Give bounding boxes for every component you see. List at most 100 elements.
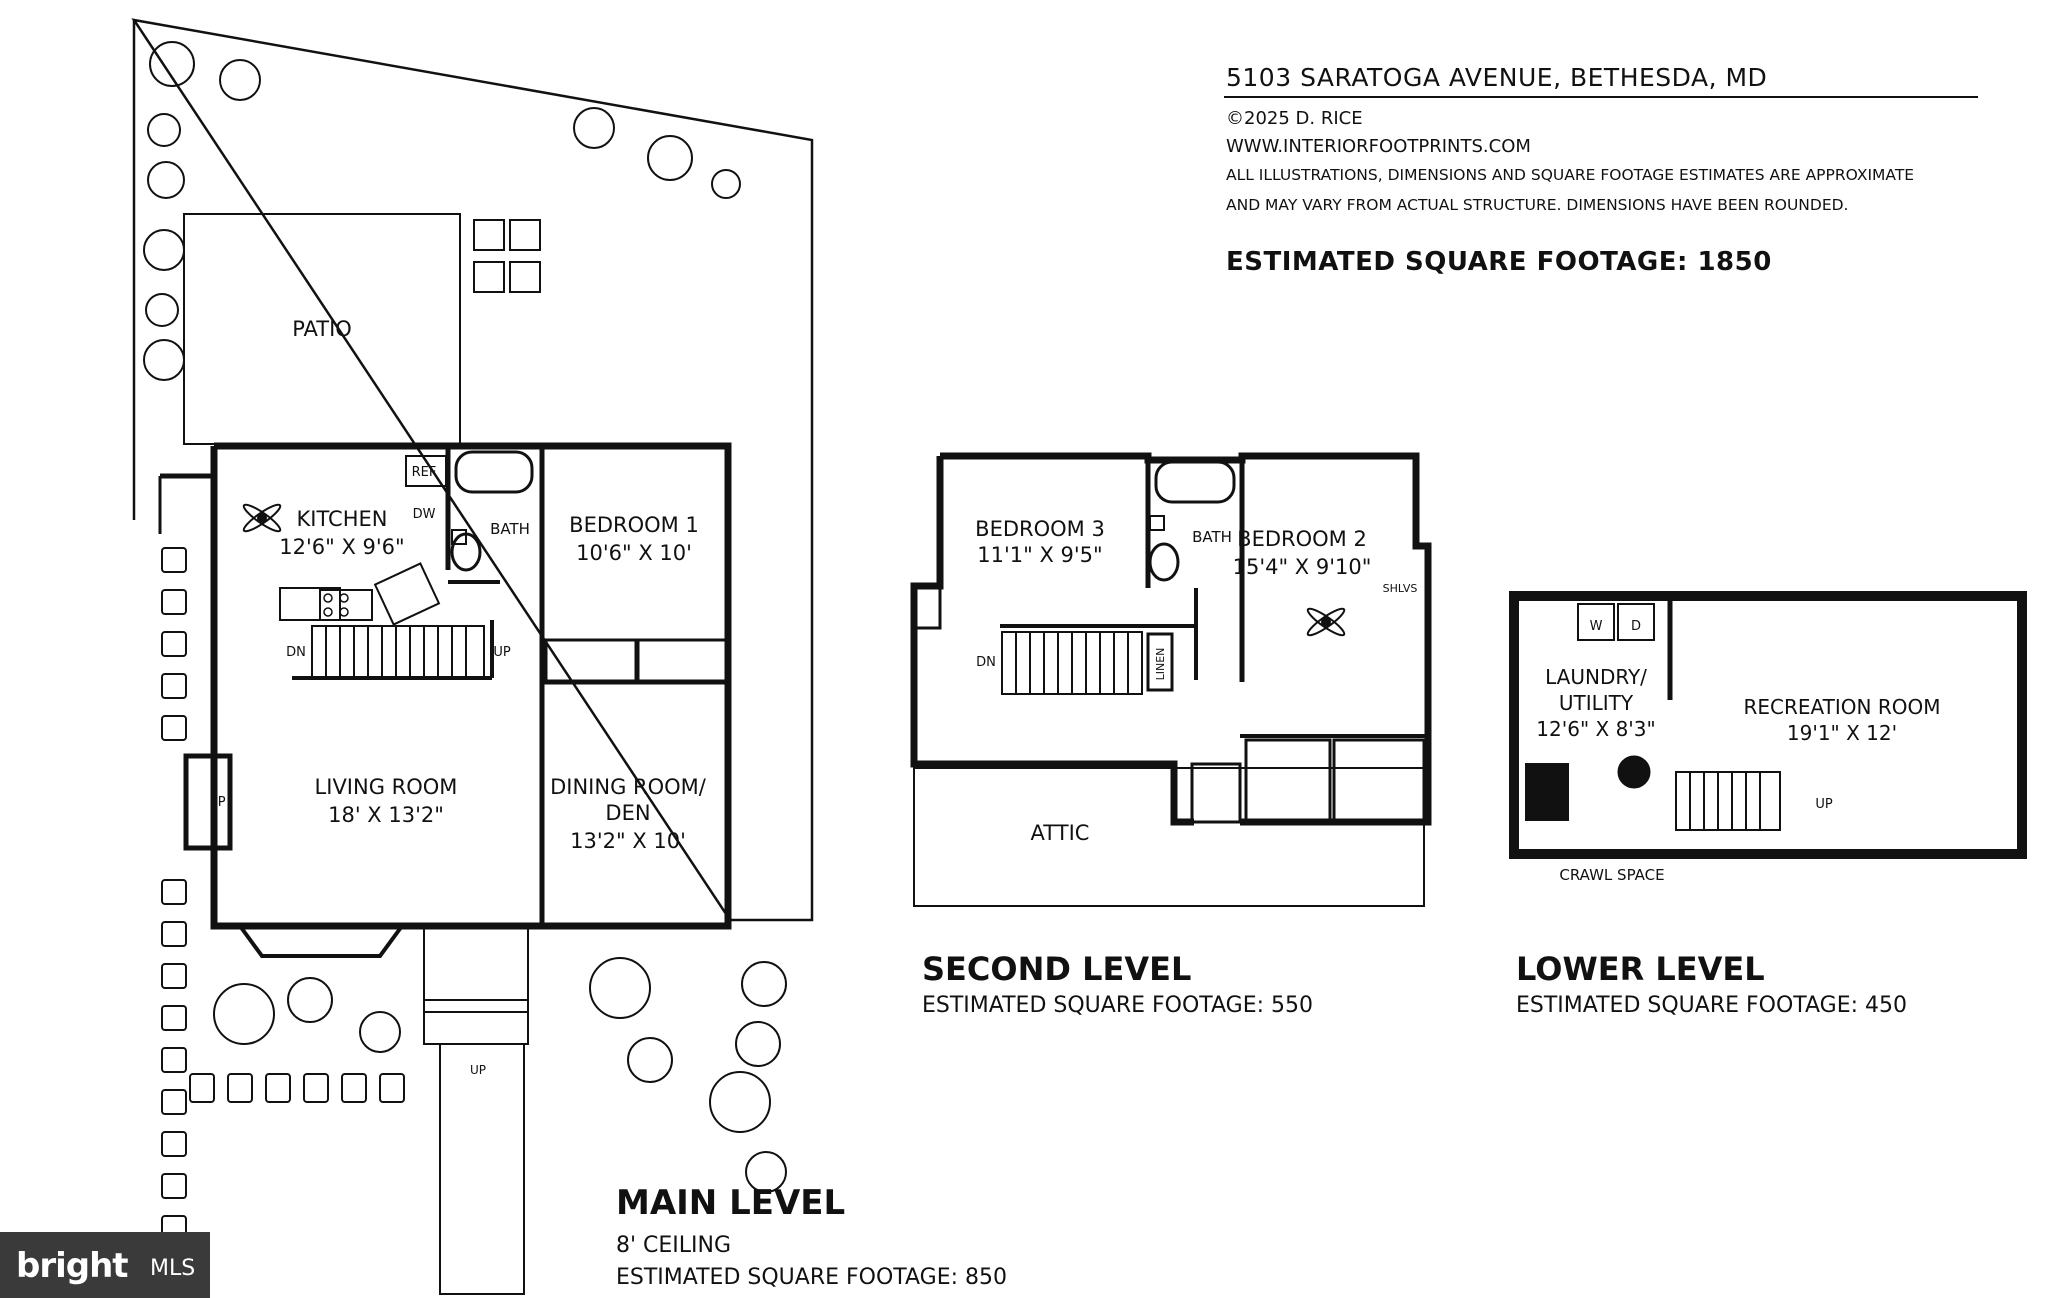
disclaimer-line-2: AND MAY VARY FROM ACTUAL STRUCTURE. DIME… [1226,196,1848,214]
shelves [914,586,942,630]
furnace-icon [1525,763,1569,821]
second-level-title: SECOND LEVEL [922,950,1191,988]
ref-label: REF [412,465,437,480]
attic-area [913,767,1425,907]
burner [339,593,349,603]
toilet-tank-icon [451,529,467,545]
dw-label: DW [413,507,436,522]
lower-level-labels: W D LAUNDRY/ UTILITY 12'6" X 8'3" RECREA… [1536,619,1940,884]
washer-icon [1577,603,1615,641]
toilet-tank-icon [1149,515,1165,531]
toilet-icon [1148,542,1180,582]
living-room-dims: 18' X 13'2" [328,803,444,827]
dining-room-label: DINING ROOM/ [550,775,707,799]
patio-label: PATIO [292,317,352,341]
logo-suffix: MLS [150,1256,196,1281]
linen-label: LINEN [1154,648,1167,681]
lower-level-sqft: ESTIMATED SQUARE FOOTAGE: 450 [1516,993,1907,1018]
laundry-label-2: UTILITY [1559,691,1634,715]
main-level-plan [131,18,814,1295]
lower-level-plan [1509,591,2027,859]
burner [323,607,333,617]
paver [473,261,505,293]
website-text: WWW.INTERIORFOOTPRINTS.COM [1226,136,1531,157]
disclaimer-line-1: ALL ILLUSTRATIONS, DIMENSIONS AND SQUARE… [1226,166,1914,184]
attic-label: ATTIC [1031,821,1090,845]
shelves-label: SHLVS [1383,582,1418,595]
total-sqft: ESTIMATED SQUARE FOOTAGE: 1850 [1226,247,1772,277]
linen-closet [1146,632,1174,692]
laundry-dims: 12'6" X 8'3" [1536,717,1655,741]
recreation-room-dims: 19'1" X 12' [1787,721,1897,745]
closet [1244,738,1332,824]
second-stairs-dn-label: DN [976,655,996,670]
living-room-label: LIVING ROOM [315,775,458,799]
lower-stairs-up-label: UP [1815,797,1833,812]
second-west-wall [910,456,1194,826]
main-exterior-wall [210,442,732,930]
second-bath-label: BATH [1192,528,1232,546]
fireplace-label: FP [210,795,225,810]
main-level-sqft: ESTIMATED SQUARE FOOTAGE: 850 [616,1265,1007,1290]
fireplace [183,753,233,851]
bedroom1-label: BEDROOM 1 [569,513,699,537]
main-level-ceiling: 8' CEILING [616,1233,731,1258]
closet [544,638,638,684]
sink-icon [373,562,441,626]
bedroom3-label: BEDROOM 3 [975,517,1105,541]
laundry-label: LAUNDRY/ [1545,665,1647,689]
second-level-sqft: ESTIMATED SQUARE FOOTAGE: 550 [922,993,1313,1018]
bay-window [238,924,404,958]
main-level-labels: PATIO KITCHEN 12'6" X 9'6" REF DW BATH B… [210,317,706,1077]
burner [323,593,333,603]
dryer-icon [1617,603,1655,641]
bedroom1-dims: 10'6" X 10' [576,541,692,565]
kitchen-dims: 12'6" X 9'6" [279,535,404,559]
burner [339,607,349,617]
dining-room-dims: 13'2" X 10' [570,829,686,853]
closet [636,638,728,684]
bath-label: BATH [490,520,530,538]
bright-mls-logo: bright MLS [0,1232,210,1298]
ceiling-fan-icon [242,503,282,533]
crawl-space-label: CRAWL SPACE [1559,866,1664,884]
closet [1332,738,1426,824]
second-level-labels: BEDROOM 3 11'1" X 9'5" BATH BEDROOM 2 15… [975,517,1417,845]
second-stairs [1001,631,1143,695]
bedroom3-dims: 11'1" X 9'5" [977,543,1102,567]
copyright-text: ©2025 D. RICE [1226,108,1363,129]
bedroom2-dims: 15'4" X 9'10" [1233,555,1372,579]
kitchen-label: KITCHEN [297,507,388,531]
water-heater-icon [1617,755,1651,789]
dryer-label: D [1631,619,1641,634]
ceiling-fan-icon [1306,607,1346,637]
porch-up-label: UP [470,1063,486,1077]
landscape-shrubs [143,41,787,1193]
dining-room-label-2: DEN [605,801,650,825]
paver [509,219,541,251]
lower-exterior-wall [1509,591,2027,859]
counter [279,587,341,621]
logo-brand: bright [16,1246,129,1286]
washer-label: W [1590,619,1603,634]
paver [473,219,505,251]
bathtub-icon [1154,460,1236,504]
stairs-up-label: UP [493,645,511,660]
refrigerator [405,455,447,487]
porch-steps [423,925,529,1045]
bathtub-icon [454,450,534,494]
lower-level-title: LOWER LEVEL [1516,950,1765,988]
lower-stairs [1675,771,1781,831]
address-title: 5103 SARATOGA AVENUE, BETHESDA, MD [1226,63,1767,92]
lot-boundary [131,18,814,922]
closet [1190,762,1242,824]
paver [509,261,541,293]
bedroom2-label: BEDROOM 2 [1237,527,1367,551]
recreation-room-label: RECREATION ROOM [1744,695,1941,719]
main-level-title: MAIN LEVEL [616,1183,845,1223]
side-path-pavers [161,547,405,1241]
main-stairs [311,625,485,679]
front-walk [439,1043,525,1295]
second-level-plan [910,452,1432,907]
